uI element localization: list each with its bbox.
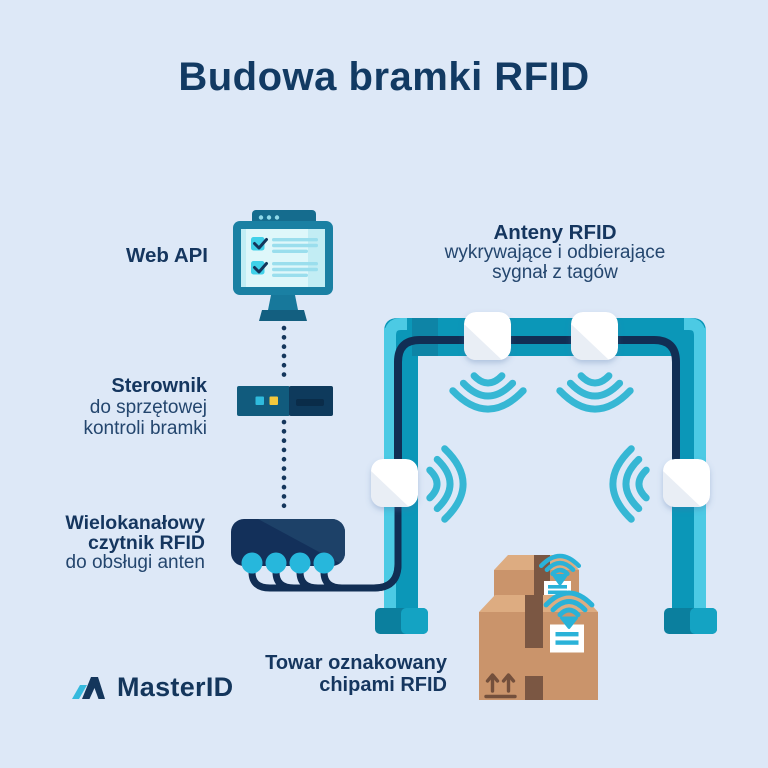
controller-desc-1: do sprzętowej (89, 397, 207, 418)
gate-left-foot (375, 608, 428, 634)
boxes-icon (479, 553, 598, 700)
brand-name: MasterID (117, 672, 234, 702)
masterid-logo-icon (72, 676, 105, 699)
goods-title-1: Towar oznakowany (265, 652, 447, 674)
antenna-icon-top-left (464, 312, 511, 360)
antennas-title: Anteny RFID (493, 221, 617, 244)
goods-label: Towar oznakowany chipami RFID (247, 652, 447, 696)
antennas-desc-2: sygnał z tagów (492, 262, 618, 283)
reader-title-2: czytnik RFID (87, 532, 205, 554)
reader-desc: do obsługi anten (65, 552, 205, 573)
antenna-cable (248, 336, 680, 592)
antennas-label: Anteny RFID wykrywające i odbierające sy… (420, 221, 690, 283)
wifi-tag-icon (538, 553, 595, 629)
reader-label: Wielokanałowy czytnik RFID do obsługi an… (54, 513, 205, 573)
page-title: Budowa bramki RFID (178, 55, 590, 99)
led-cyan-icon (255, 396, 264, 405)
led-yellow-icon (269, 396, 278, 405)
wifi-signal-icon (426, 372, 650, 523)
reader-title-1: Wielokanałowy (65, 512, 205, 534)
antenna-icon-side-right (663, 459, 710, 507)
web-api-label: Web API (125, 244, 208, 267)
controller-label: Sterownik do sprzętowej kontroli bramki (57, 375, 207, 440)
controller-title: Sterownik (111, 375, 207, 397)
antenna-icon-side-left (371, 459, 418, 507)
monitor-icon (233, 210, 333, 321)
checklist-icon (251, 237, 318, 277)
brand-logo: MasterID (72, 672, 233, 703)
gate-right-foot (664, 608, 717, 634)
rfid-label-big-icon (550, 624, 584, 653)
antenna-icon-top-right (571, 312, 618, 360)
browser-dots-icon (258, 215, 280, 220)
goods-title-2: chipami RFID (319, 674, 447, 696)
antennas-desc-1: wykrywające i odbierające (444, 242, 666, 263)
controller-desc-2: kontroli bramki (83, 418, 207, 439)
controller-icon (237, 386, 333, 416)
rfid-reader-icon (231, 519, 345, 574)
up-arrows-icon (484, 673, 517, 699)
